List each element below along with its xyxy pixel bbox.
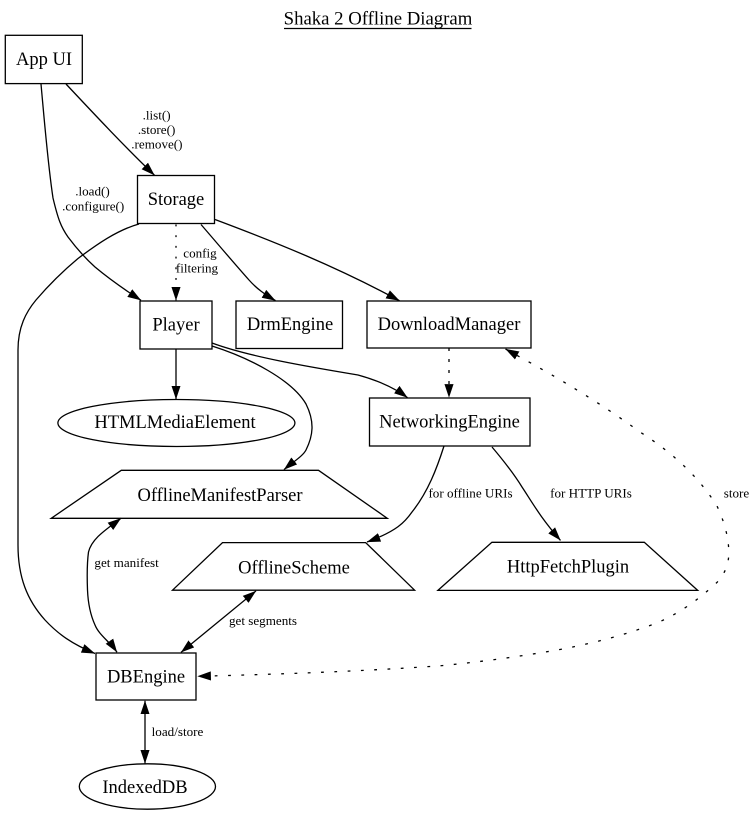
svg-text:store: store (724, 486, 750, 501)
svg-text:get manifest: get manifest (94, 555, 159, 570)
svg-text:DownloadManager: DownloadManager (378, 315, 521, 335)
svg-text:.store(): .store() (138, 122, 175, 137)
svg-text:Storage: Storage (148, 190, 205, 210)
svg-text:load/store: load/store (152, 724, 204, 739)
svg-text:.load(): .load() (75, 184, 110, 199)
svg-text:config: config (183, 245, 217, 260)
svg-text:filtering: filtering (176, 260, 219, 275)
svg-text:for offline URIs: for offline URIs (428, 486, 512, 501)
svg-text:IndexedDB: IndexedDB (102, 778, 187, 798)
svg-text:OfflineScheme: OfflineScheme (238, 558, 350, 578)
svg-text:HTMLMediaElement: HTMLMediaElement (94, 413, 256, 433)
svg-text:HttpFetchPlugin: HttpFetchPlugin (507, 557, 629, 577)
svg-text:for HTTP URIs: for HTTP URIs (550, 486, 632, 501)
svg-text:NetworkingEngine: NetworkingEngine (379, 413, 520, 433)
svg-text:DrmEngine: DrmEngine (247, 315, 333, 335)
svg-text:Shaka 2 Offline Diagram: Shaka 2 Offline Diagram (284, 9, 473, 30)
svg-text:.list(): .list() (143, 108, 171, 123)
svg-text:App UI: App UI (16, 50, 72, 70)
svg-text:.configure(): .configure() (62, 199, 124, 214)
svg-text:get segments: get segments (229, 613, 297, 628)
svg-text:.remove(): .remove() (131, 137, 182, 152)
svg-text:Player: Player (152, 315, 199, 335)
svg-text:DBEngine: DBEngine (107, 667, 185, 687)
svg-text:OfflineManifestParser: OfflineManifestParser (137, 486, 302, 506)
